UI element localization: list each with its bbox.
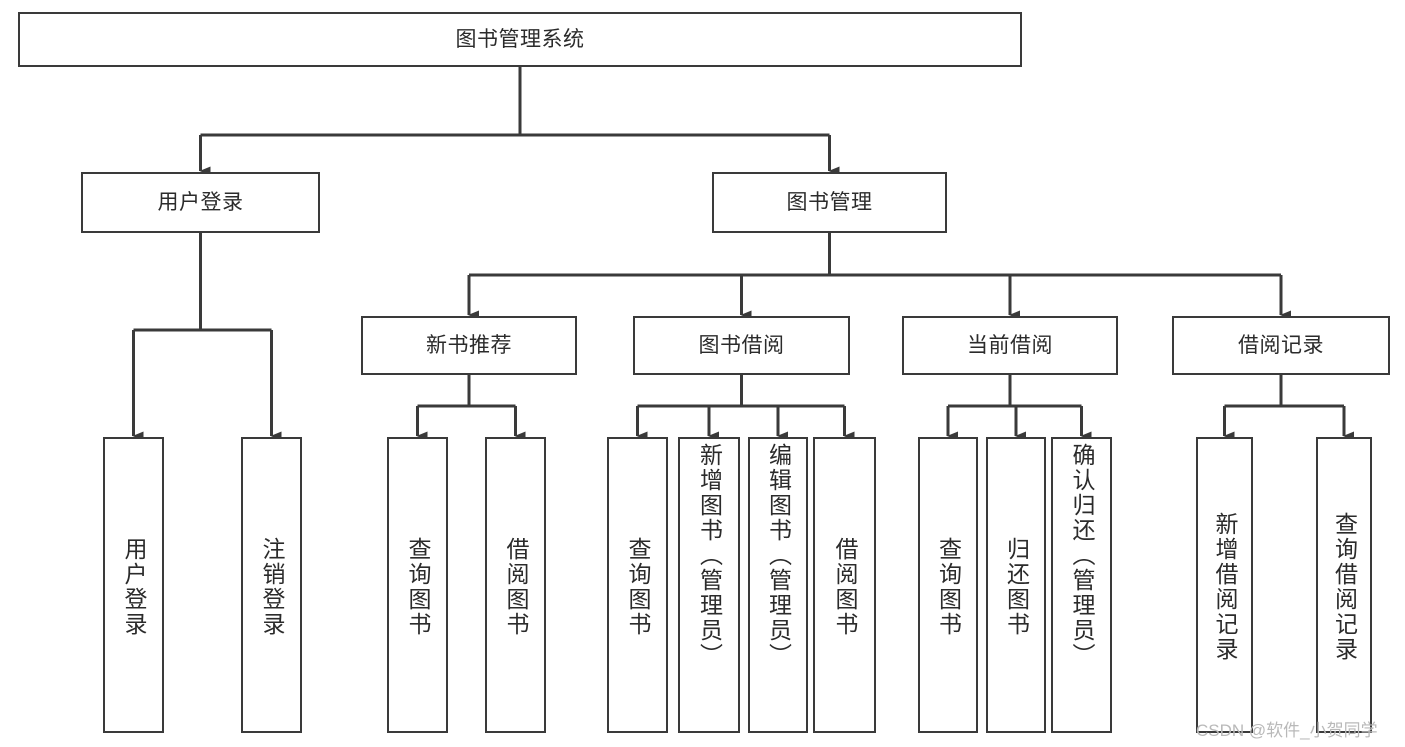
node-leaf-query-book-2[interactable]: 查询图书 xyxy=(607,437,668,733)
node-new-book-recommend[interactable]: 新书推荐 xyxy=(361,316,577,375)
node-current-borrow[interactable]: 当前借阅 xyxy=(902,316,1118,375)
node-borrow-record[interactable]: 借阅记录 xyxy=(1172,316,1390,375)
node-label: 新书推荐 xyxy=(426,334,512,357)
node-leaf-user-logout[interactable]: 注销登录 xyxy=(241,437,302,733)
node-label: 查询借阅记录 xyxy=(1331,512,1358,662)
node-label: 编辑图书（管理员） xyxy=(765,443,792,668)
node-leaf-add-record[interactable]: 新增借阅记录 xyxy=(1196,437,1253,733)
tree-connectors xyxy=(132,67,1354,441)
node-label: 归还图书 xyxy=(1003,537,1030,637)
node-leaf-return-book[interactable]: 归还图书 xyxy=(986,437,1046,733)
node-label: 查询图书 xyxy=(935,537,962,637)
node-root[interactable]: 图书管理系统 xyxy=(18,12,1022,67)
node-label: 当前借阅 xyxy=(967,334,1053,357)
node-leaf-borrow-book-2[interactable]: 借阅图书 xyxy=(813,437,876,733)
node-label: 图书管理系统 xyxy=(455,28,585,51)
node-book-borrow[interactable]: 图书借阅 xyxy=(633,316,850,375)
node-label: 借阅图书 xyxy=(503,537,529,637)
node-book-manage[interactable]: 图书管理 xyxy=(712,172,947,233)
node-leaf-confirm-return[interactable]: 确认归还（管理员） xyxy=(1051,437,1112,733)
node-label: 确认归还（管理员） xyxy=(1069,443,1095,668)
node-label: 新增图书（管理员） xyxy=(696,443,723,668)
node-leaf-query-book-1[interactable]: 查询图书 xyxy=(387,437,448,733)
node-label: 借阅记录 xyxy=(1238,334,1324,357)
node-label: 用户登录 xyxy=(157,191,244,214)
node-leaf-query-record[interactable]: 查询借阅记录 xyxy=(1316,437,1372,733)
node-leaf-add-book[interactable]: 新增图书（管理员） xyxy=(678,437,740,733)
node-label: 图书管理 xyxy=(786,191,873,214)
node-label: 查询图书 xyxy=(405,537,431,637)
node-label: 图书借阅 xyxy=(698,334,785,357)
node-leaf-edit-book[interactable]: 编辑图书（管理员） xyxy=(748,437,808,733)
node-leaf-query-book-3[interactable]: 查询图书 xyxy=(918,437,978,733)
node-label: 用户登录 xyxy=(121,537,147,637)
node-label: 查询图书 xyxy=(625,537,651,637)
node-label: 注销登录 xyxy=(259,537,285,637)
node-leaf-user-login[interactable]: 用户登录 xyxy=(103,437,164,733)
node-label: 新增借阅记录 xyxy=(1212,512,1238,662)
node-leaf-borrow-book-1[interactable]: 借阅图书 xyxy=(485,437,546,733)
node-user-login[interactable]: 用户登录 xyxy=(81,172,320,233)
node-label: 借阅图书 xyxy=(832,537,858,637)
